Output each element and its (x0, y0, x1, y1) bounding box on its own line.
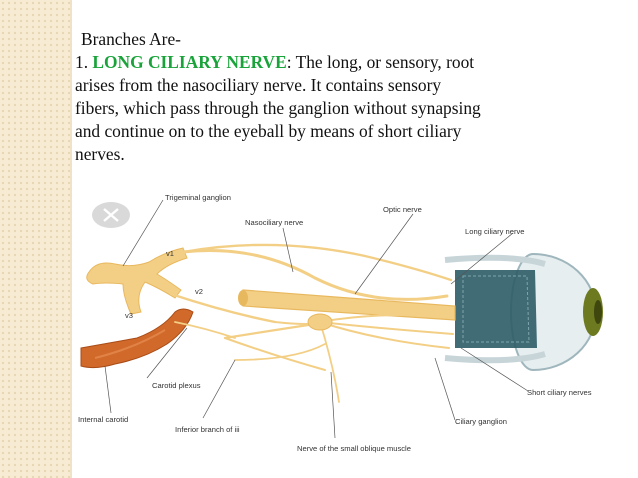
label-nerve-small-oblique: Nerve of the small oblique muscle (297, 444, 411, 453)
ciliary-ganglion-shape (307, 313, 333, 331)
label-ciliary-ganglion: Ciliary ganglion (455, 417, 507, 426)
side-divider (70, 0, 72, 478)
nerve-branches (169, 243, 454, 403)
optic-nerve-shape (238, 289, 456, 321)
colon: : (286, 52, 292, 72)
label-carotid-plexus: Carotid plexus (152, 381, 201, 390)
body-line-1: The long, or sensory, root (291, 52, 475, 72)
body-line-4: and continue on to the eyeball by means … (75, 121, 462, 141)
decorative-side-strip (0, 0, 70, 478)
ciliary-ganglion-diagram: Trigeminal ganglion Optic nerve Nasocili… (75, 188, 620, 460)
label-short-ciliary-nerves: Short ciliary nerves (527, 388, 592, 397)
label-internal-carotid: Internal carotid (78, 415, 128, 424)
slide-text: Branches Are- 1. LONG CILIARY NERVE: The… (75, 28, 575, 166)
eyeball (444, 252, 603, 372)
label-v1: v1 (166, 249, 174, 258)
highlight-term: LONG CILIARY NERVE (92, 52, 287, 72)
carotid-artery-shape (80, 308, 194, 369)
label-v2: v2 (195, 287, 203, 296)
body-line-5: nerves. (75, 144, 125, 164)
diagram-svg: Trigeminal ganglion Optic nerve Nasocili… (78, 193, 603, 453)
label-v3: v3 (125, 311, 133, 320)
item-number: 1. (75, 52, 89, 72)
body-line-3: fibers, which pass through the ganglion … (75, 98, 481, 118)
label-optic-nerve: Optic nerve (383, 205, 422, 214)
label-long-ciliary-nerve: Long ciliary nerve (465, 227, 525, 236)
heading: Branches Are- (81, 29, 181, 49)
label-inferior-branch: Inferior branch of iii (175, 425, 240, 434)
trigeminal-ganglion-shape (86, 247, 188, 315)
body-line-2: arises from the nasociliary nerve. It co… (75, 75, 442, 95)
item-paragraph: 1. LONG CILIARY NERVE: The long, or sens… (75, 51, 575, 166)
label-nasociliary-nerve: Nasociliary nerve (245, 218, 303, 227)
label-trigeminal-ganglion: Trigeminal ganglion (165, 193, 231, 202)
leader-lines (104, 199, 529, 439)
close-x-icon[interactable] (92, 202, 130, 228)
